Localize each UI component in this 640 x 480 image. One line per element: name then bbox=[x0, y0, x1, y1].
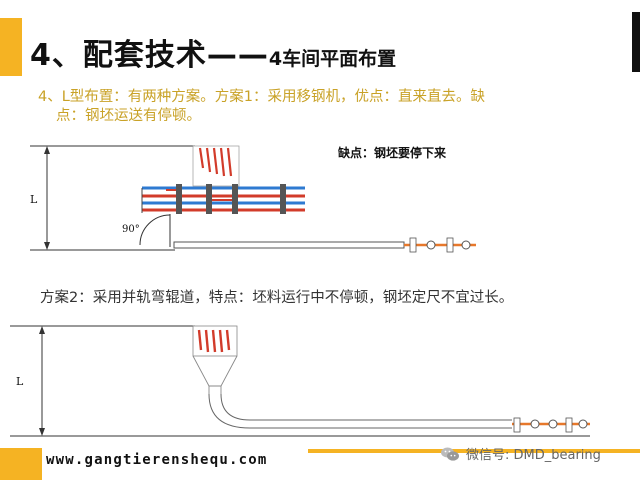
transfer-rails bbox=[141, 184, 305, 214]
wechat-icon bbox=[441, 447, 459, 461]
furnace-block-2 bbox=[192, 325, 238, 394]
roller-table-1 bbox=[173, 237, 476, 253]
description-line-1: 4、L型布置：有两种方案。方案1：采用移钢机，优点：直来直去。缺 bbox=[38, 89, 486, 105]
description-text: 4、L型布置：有两种方案。方案1：采用移钢机，优点：直来直去。缺 点：钢坯运送有… bbox=[38, 88, 598, 126]
description-line-2: 点：钢坯运送有停顿。 bbox=[56, 108, 201, 124]
slide-title: 4、配套技术——4车间平面布置 bbox=[30, 30, 396, 74]
corner-angle: 90° bbox=[122, 214, 171, 247]
dim-label-L-2: L bbox=[16, 375, 24, 388]
watermark-text: 微信号: DMD_bearing bbox=[466, 448, 601, 463]
plan1-diagram: L 90° bbox=[30, 145, 476, 253]
plan2-description: 方案2：采用并轨弯辊道，特点：坯料运行中不停顿，钢坯定尺不宜过长。 bbox=[40, 290, 514, 306]
angle-label: 90° bbox=[122, 224, 140, 235]
plan1-drawback-note: 缺点：钢坯要停下来 bbox=[338, 146, 447, 160]
footer-url[interactable]: www.gangtierenshequ.com bbox=[46, 452, 268, 468]
header-accent-tab bbox=[0, 18, 22, 76]
curved-roller-track bbox=[208, 393, 590, 433]
footer-accent bbox=[0, 448, 42, 480]
title-sub: 4车间平面布置 bbox=[268, 48, 397, 70]
furnace-block-1 bbox=[192, 145, 240, 187]
footer-divider bbox=[308, 449, 640, 453]
watermark: 微信号: DMD_bearing bbox=[440, 444, 601, 463]
plan2-diagram: L bbox=[10, 325, 590, 437]
dim-label-L-1: L bbox=[30, 193, 38, 206]
title-main: 4、配套技术—— bbox=[30, 38, 269, 73]
corner-bar bbox=[632, 12, 640, 72]
